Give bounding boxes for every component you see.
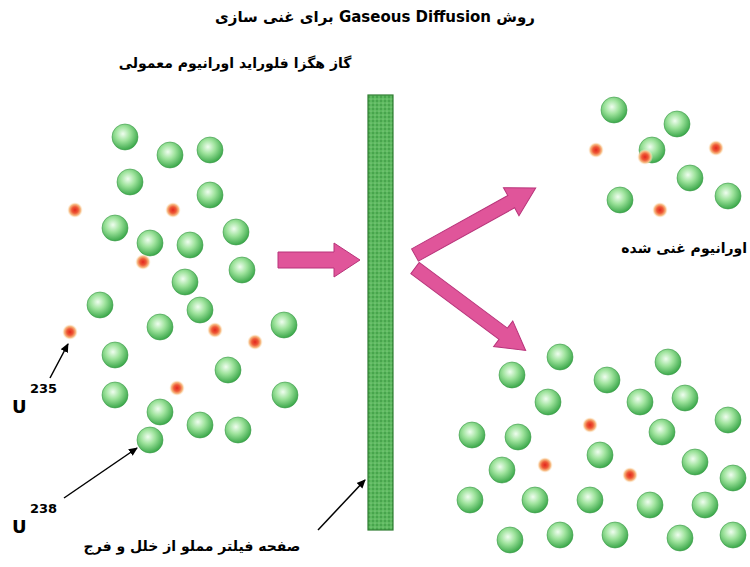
u238-ball (147, 399, 173, 425)
u238-ball (594, 367, 620, 393)
u235-dot (537, 457, 553, 473)
enriched-arrow (407, 174, 543, 269)
depleted-cluster (457, 344, 746, 553)
u235-dot (169, 380, 185, 396)
u238-ball (637, 492, 663, 518)
u235-dot (652, 202, 668, 218)
u238-ball (505, 424, 531, 450)
u235-dot (247, 334, 263, 350)
u238-ball (197, 182, 223, 208)
u238-ball (720, 465, 746, 491)
feed-gas-label: گاز هگزا فلوراید اورانیوم معمولی (119, 55, 352, 72)
feed-arrow (278, 243, 360, 277)
leader-arrow (318, 480, 365, 530)
u238-ball (147, 314, 173, 340)
u238-ball (457, 487, 483, 513)
u238-ball (720, 522, 746, 548)
u238-ball (271, 312, 297, 338)
u238-ball (187, 412, 213, 438)
u238-ball (489, 457, 515, 483)
u238-ball (497, 527, 523, 553)
enriched-label: اورانیوم غنی شده (621, 240, 747, 257)
u238-ball (272, 382, 298, 408)
u238-ball (137, 427, 163, 453)
u238-ball (535, 389, 561, 415)
u235-dot (135, 254, 151, 270)
arrow-shape (405, 255, 535, 363)
u238-ball (157, 142, 183, 168)
u235-dot (62, 324, 78, 340)
u235-dot (165, 202, 181, 218)
u238-ball (225, 417, 251, 443)
u238-ball (664, 111, 690, 137)
u238-ball (102, 215, 128, 241)
leader-arrow (64, 448, 137, 498)
u238-ball (172, 269, 198, 295)
u235-dot (622, 467, 638, 483)
u238-ball (215, 357, 241, 383)
u238-ball (112, 124, 138, 150)
u238-ball (197, 137, 223, 163)
u238-ball (459, 422, 485, 448)
u238-ball (692, 492, 718, 518)
filter-plate (368, 95, 393, 530)
u238-ball (601, 97, 627, 123)
enriched-cluster (588, 97, 741, 218)
u238-ball (187, 297, 213, 323)
u238-molecules-feed (87, 124, 298, 453)
u238-ball (547, 522, 573, 548)
u238-ball (672, 385, 698, 411)
u238-ball (117, 169, 143, 195)
u238-ball (177, 232, 203, 258)
u235-dot (207, 322, 223, 338)
u235-dot (67, 202, 83, 218)
u238-ball (715, 407, 741, 433)
isotope-symbol: U (12, 396, 27, 418)
u238-ball (607, 187, 633, 213)
u238-ball (223, 219, 249, 245)
u238-ball (577, 487, 603, 513)
u238-ball (137, 230, 163, 256)
diagram-title: روش Gaseous Diffusion برای غنی سازی (215, 8, 535, 26)
u238-ball (677, 165, 703, 191)
u238-ball (587, 442, 613, 468)
u238-ball (102, 382, 128, 408)
filter-label: صفحه فیلتر مملو از خلل و فرج (84, 538, 301, 555)
u238-ball (499, 362, 525, 388)
u238-ball (715, 183, 741, 209)
u238-ball (602, 522, 628, 548)
mass-number: 238 (30, 501, 57, 517)
u238-ball (627, 389, 653, 415)
u238-ball (87, 292, 113, 318)
u238-ball (102, 342, 128, 368)
u235-dot (708, 140, 724, 156)
depleted-arrow (405, 255, 535, 363)
u238-ball (547, 344, 573, 370)
u238-ball (682, 449, 708, 475)
u238-ball (667, 525, 693, 551)
u235-dot (637, 149, 653, 165)
isotope-symbol: U (12, 516, 27, 538)
u238-ball (655, 349, 681, 375)
u238-ball (229, 257, 255, 283)
u235-dot (582, 417, 598, 433)
leader-arrow (50, 344, 68, 378)
arrow-shape (407, 174, 543, 269)
u235-dot (588, 142, 604, 158)
mass-number: 235 (30, 381, 57, 397)
u238-ball (522, 487, 548, 513)
u235-molecules-feed (62, 202, 263, 396)
u238-ball (649, 419, 675, 445)
